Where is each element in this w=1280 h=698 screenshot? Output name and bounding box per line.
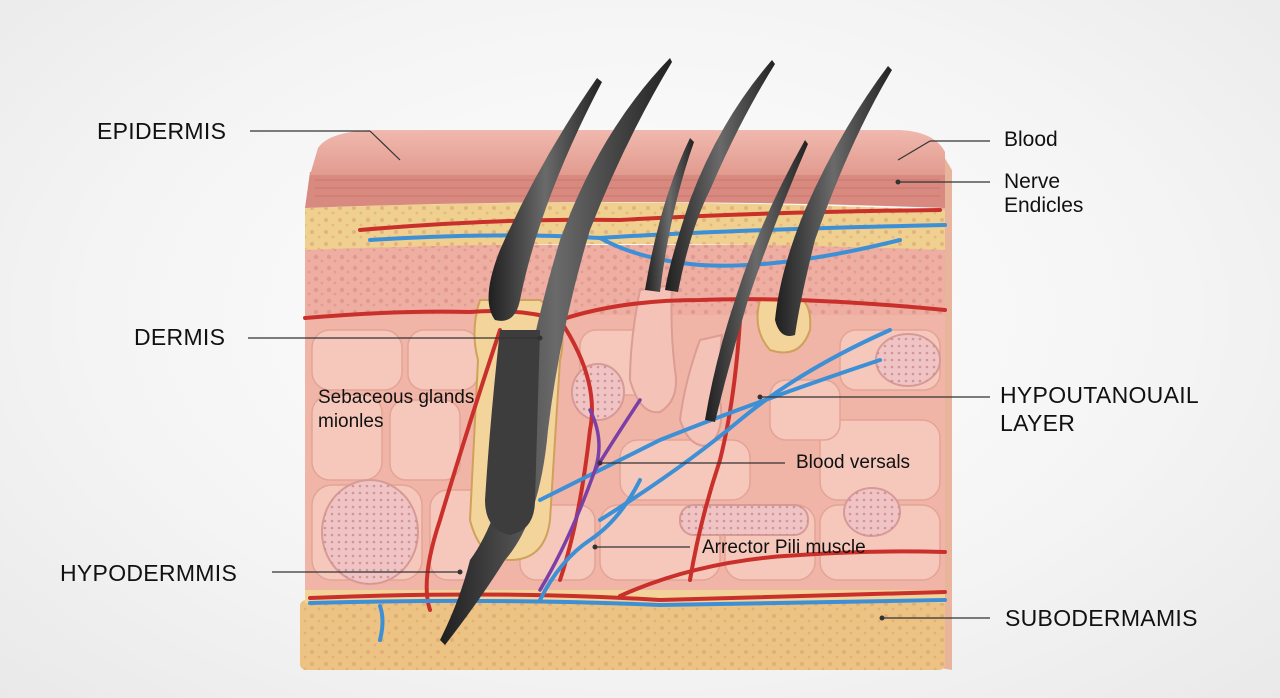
label-blood: Blood: [1004, 128, 1058, 151]
leader-dots: [457, 179, 901, 621]
label-hypo-line2: LAYER: [1000, 409, 1076, 436]
label-blood-vessels: Blood versals: [796, 452, 911, 473]
label-sebaceous-line1: Sebaceous glands: [318, 387, 475, 408]
label-nerve-endicles: Nerve Endicles: [1004, 170, 1083, 218]
label-hypo-line1: HYPOUTANOUAIL: [1000, 382, 1200, 408]
leader-lines: [248, 130, 990, 619]
label-hypodermis: HYPODERMMIS: [60, 560, 238, 586]
arteries: [303, 208, 947, 612]
label-nerve-line2: Endicles: [1004, 194, 1084, 218]
label-dermis: DERMIS: [134, 324, 226, 350]
epidermis-top-surface: [310, 130, 945, 175]
label-subodermamis: SUBODERMAMIS: [1005, 605, 1198, 631]
hair-shafts: [440, 58, 892, 645]
label-epidermis: EPIDERMIS: [97, 118, 227, 144]
label-sebaceous-glands: Sebaceous glands mionles: [318, 386, 474, 434]
label-hypoutanouail-layer: HYPOUTANOUAIL LAYER: [1000, 382, 1199, 437]
gland-lobules: [321, 333, 941, 585]
veins: [308, 223, 947, 642]
label-arrector-pili: Arrector Pili muscle: [702, 537, 866, 558]
label-sebaceous-line2: mionles: [318, 410, 384, 432]
label-nerve-line1: Nerve: [1004, 170, 1061, 193]
main-hair-root: [485, 330, 540, 535]
